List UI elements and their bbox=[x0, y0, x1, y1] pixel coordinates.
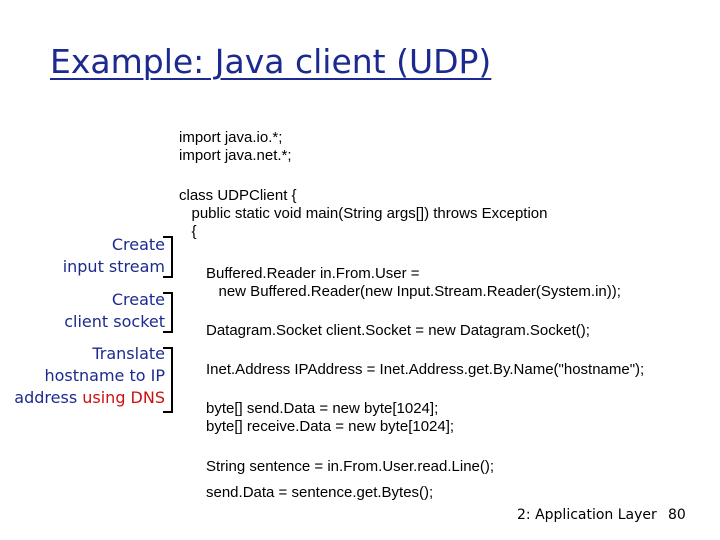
annotation-client-socket: Create client socket bbox=[64, 289, 165, 333]
code-line: byte[] receive.Data = new byte[1024]; bbox=[206, 418, 455, 435]
bracket-client-socket bbox=[163, 292, 173, 333]
code-class-decl: class UDPClient { public static void mai… bbox=[179, 187, 547, 241]
footer-chapter: 2: Application Layer bbox=[517, 507, 657, 523]
code-reader: Buffered.Reader in.From.User = new Buffe… bbox=[206, 265, 621, 301]
code-socket: Datagram.Socket client.Socket = new Data… bbox=[206, 322, 590, 339]
code-line: class UDPClient { bbox=[179, 187, 297, 204]
annotation-line: hostname to IP bbox=[44, 366, 165, 385]
annotation-dns: Translate hostname to IP address using D… bbox=[14, 343, 165, 409]
code-line: Buffered.Reader in.From.User = bbox=[206, 265, 420, 282]
code-sentence: String sentence = in.From.User.read.Line… bbox=[206, 458, 495, 475]
code-ipaddress: Inet.Address IPAddress = Inet.Address.ge… bbox=[206, 361, 645, 378]
code-line: import java.io.*; bbox=[179, 129, 283, 146]
dns-highlight: using DNS bbox=[82, 388, 165, 407]
annotation-line: address using DNS bbox=[14, 388, 165, 407]
annotation-line: Translate bbox=[92, 344, 165, 363]
code-line: new Buffered.Reader(new Input.Stream.Rea… bbox=[206, 283, 621, 300]
code-imports: import java.io.*;import java.net.*; bbox=[179, 129, 292, 165]
annotation-line: Create bbox=[111, 235, 165, 254]
bracket-input-stream bbox=[163, 236, 173, 278]
code-line: public static void main(String args[]) t… bbox=[179, 205, 548, 222]
code-line: { bbox=[179, 223, 197, 240]
code-line: byte[] send.Data = new byte[1024]; bbox=[206, 400, 439, 417]
code-buffers: byte[] send.Data = new byte[1024];byte[]… bbox=[206, 400, 454, 436]
slide-title: Example: Java client (UDP) bbox=[50, 42, 492, 81]
page-number: 80 bbox=[668, 507, 686, 523]
annotation-line: client socket bbox=[64, 312, 165, 331]
annotation-input-stream: Create input stream bbox=[63, 234, 165, 278]
code-senddata: send.Data = sentence.get.Bytes(); bbox=[206, 484, 434, 501]
bracket-dns bbox=[163, 347, 173, 413]
annotation-line: input stream bbox=[62, 257, 165, 276]
code-line: import java.net.*; bbox=[179, 147, 292, 164]
annotation-line: Create bbox=[111, 290, 165, 309]
